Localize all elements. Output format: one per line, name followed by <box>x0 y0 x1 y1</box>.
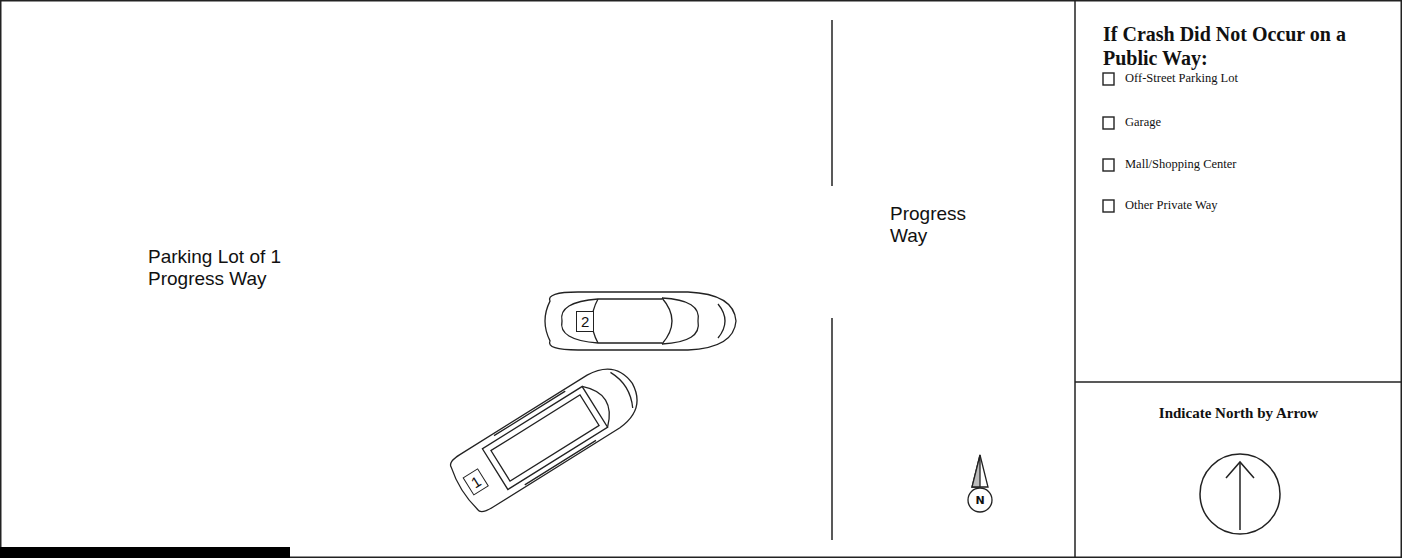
form-panel: If Crash Did Not Occur on a Public Way:O… <box>1075 0 1402 382</box>
car-outline <box>438 354 651 521</box>
option-label: Off-Street Parking Lot <box>1125 71 1238 86</box>
road-edge <box>831 318 833 540</box>
vehicle-shape: 1 <box>438 354 651 521</box>
north-arrow-symbol <box>972 455 988 487</box>
option-label: Mall/Shopping Center <box>1125 157 1236 172</box>
form-panel: Indicate North by Arrow <box>1075 382 1402 558</box>
car-line <box>662 298 698 344</box>
car-line <box>582 380 618 427</box>
car-line <box>562 299 598 343</box>
vehicle-shape: 2 <box>538 290 738 352</box>
callout-number: 2 <box>576 311 594 332</box>
north-indicator <box>1200 454 1280 534</box>
checkbox-symbol <box>1103 73 1114 212</box>
car-line <box>610 370 637 408</box>
car-line <box>718 304 725 338</box>
place-label: Progress Way <box>890 203 1002 247</box>
panel-heading: Indicate North by Arrow <box>1159 404 1318 422</box>
north-letter: N <box>976 495 985 506</box>
north-symbol: N <box>967 487 993 513</box>
car-line <box>545 292 736 350</box>
car-line <box>662 298 672 344</box>
car-line <box>491 395 599 481</box>
car-line <box>482 386 607 489</box>
car-line <box>494 391 596 485</box>
road-edge <box>831 20 833 186</box>
car-outline <box>538 290 738 352</box>
scan-bar <box>0 547 290 558</box>
car-line <box>445 357 648 516</box>
car-line <box>598 299 662 343</box>
panel-divider <box>1075 381 1402 383</box>
panel-heading: If Crash Did Not Occur on a Public Way: <box>1103 22 1353 70</box>
option-label: Garage <box>1125 115 1161 130</box>
panel-divider <box>1074 0 1076 558</box>
place-label: Parking Lot of 1 Progress Way <box>148 246 338 290</box>
option-label: Other Private Way <box>1125 198 1218 213</box>
